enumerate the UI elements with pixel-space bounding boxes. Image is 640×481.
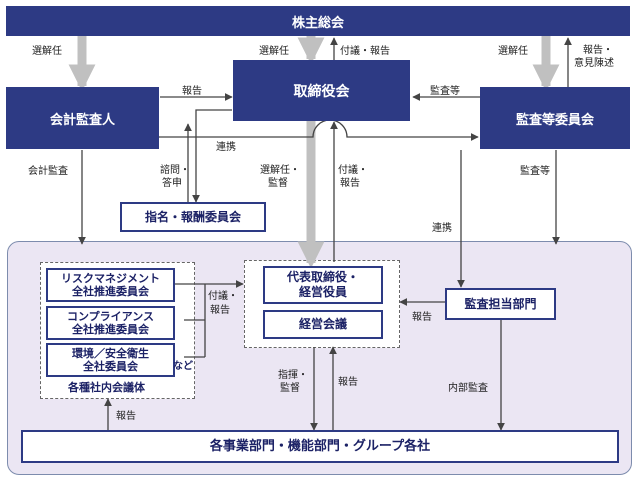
label-audit-etc-to-board: 監査等 xyxy=(430,86,460,97)
label-report-opinion-1: 報告・ xyxy=(583,45,613,56)
label-elect-right: 選解任 xyxy=(498,46,528,57)
label-report-opinion-2: 意見陳述 xyxy=(574,58,614,69)
divisions-box: 各事業部門・機能部門・グループ各社 xyxy=(21,430,619,463)
label-report-up: 報告 xyxy=(338,377,358,388)
risk-line2: 全社推進委員会 xyxy=(72,285,149,298)
accounting-auditor: 会計監査人 xyxy=(6,87,159,149)
nomination-committee: 指名・報酬委員会 xyxy=(120,202,266,232)
label-submit-report-left-2: 報告 xyxy=(210,305,230,316)
label-submit-report-top: 付議・報告 xyxy=(340,46,390,57)
shareholders-meeting: 株主総会 xyxy=(6,6,630,36)
audit-department: 監査担当部門 xyxy=(445,288,556,320)
label-collaboration-mid: 連携 xyxy=(432,223,452,234)
risk-line1: リスクマネジメント xyxy=(61,272,160,285)
label-internal-audit: 内部監査 xyxy=(448,383,488,394)
compliance-line1: コンプライアンス xyxy=(66,310,154,323)
label-submit-report-mid-2: 報告 xyxy=(340,178,360,189)
ceo-line1: 代表取締役・ xyxy=(286,270,359,284)
label-submit-report-mid-1: 付議・ xyxy=(338,165,368,176)
ceo-line2: 経営役員 xyxy=(298,285,347,299)
ceo-box: 代表取締役・ 経営役員 xyxy=(263,266,383,304)
label-collaboration-top: 連携 xyxy=(216,142,236,153)
label-submit-report-left-1: 付議・ xyxy=(208,291,238,302)
label-elect-mid: 選解任 xyxy=(259,46,289,57)
label-consult-2: 答申 xyxy=(162,178,182,189)
env-line2: 全社委員会 xyxy=(83,360,138,373)
label-elect-left: 選解任 xyxy=(32,46,62,57)
label-report-to-ceo: 報告 xyxy=(412,312,432,323)
label-report-bottom-left: 報告 xyxy=(116,411,136,422)
risk-committee: リスクマネジメント 全社推進委員会 xyxy=(46,268,175,302)
environment-committee: 環境／安全衛生 全社委員会 xyxy=(46,343,175,377)
management-meeting: 経営会議 xyxy=(263,310,383,339)
board-of-directors: 取締役会 xyxy=(233,60,410,121)
label-elect-supervise-2: 監督 xyxy=(268,178,288,189)
compliance-committee: コンプライアンス 全社推進委員会 xyxy=(46,306,175,340)
collaboration-line xyxy=(152,119,479,141)
env-suffix: など xyxy=(173,361,193,372)
env-line1: 環境／安全衛生 xyxy=(72,347,149,360)
audit-committee: 監査等委員会 xyxy=(480,87,630,149)
label-consult-1: 諮問・ xyxy=(160,165,190,176)
label-instruct-1: 指揮・ xyxy=(278,370,308,381)
label-elect-supervise-1: 選解任・ xyxy=(260,165,300,176)
compliance-line2: 全社推進委員会 xyxy=(72,323,149,336)
label-instruct-2: 監督 xyxy=(280,383,300,394)
committees-caption: 各種社内会議体 xyxy=(68,381,145,394)
label-audit-etc-down: 監査等 xyxy=(520,166,550,177)
label-accounting-audit: 会計監査 xyxy=(28,166,68,177)
board-to-nomination xyxy=(192,109,232,203)
label-report-to-board: 報告 xyxy=(182,86,202,97)
